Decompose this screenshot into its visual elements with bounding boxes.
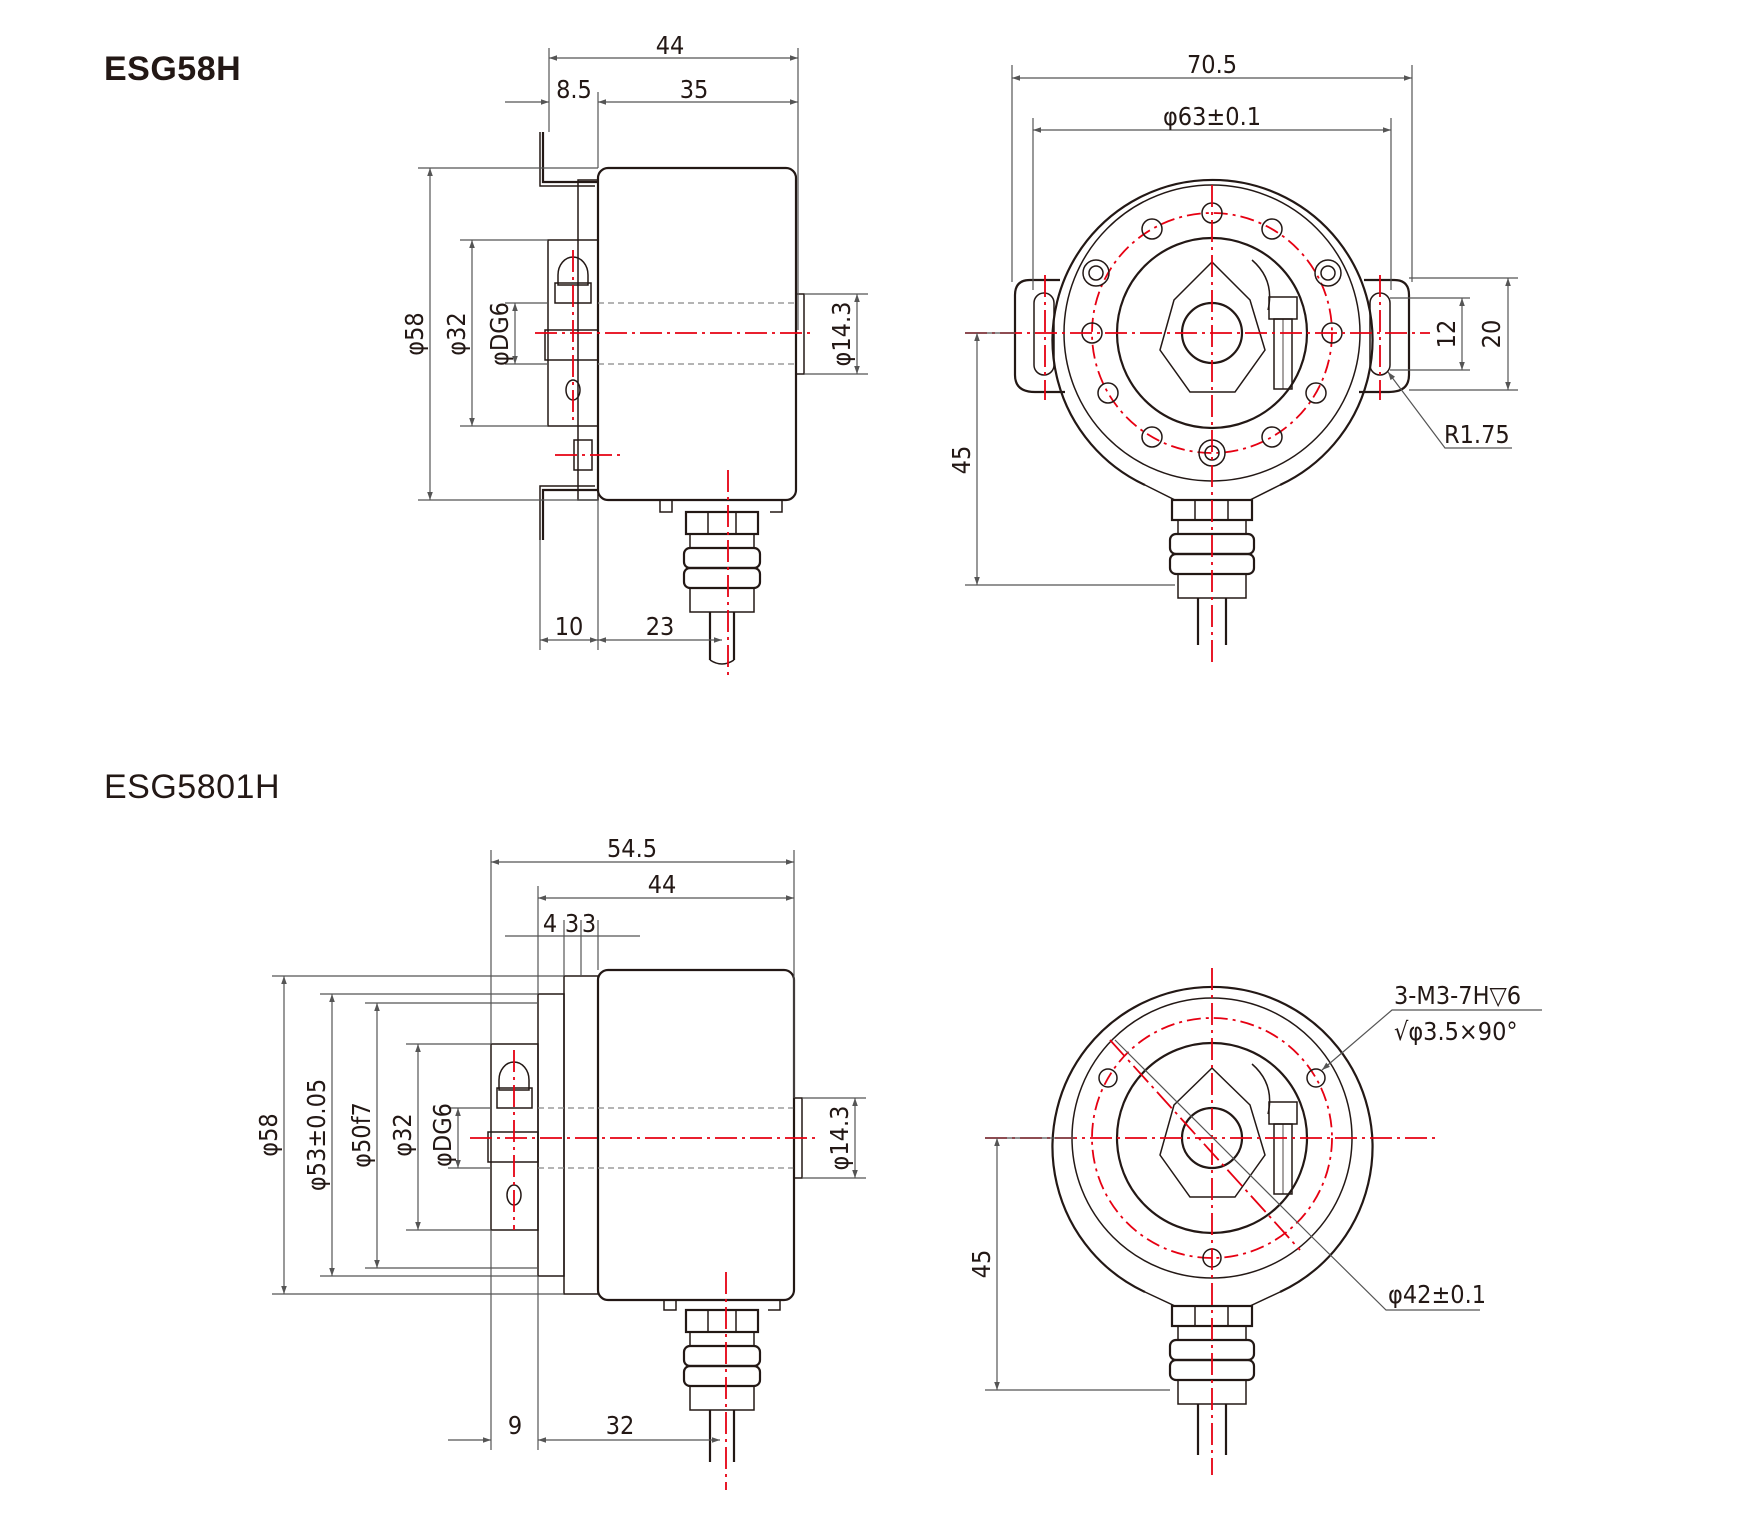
- dim-8-5: 8.5: [556, 75, 592, 104]
- callout-countersink: √φ3.5×90°: [1394, 1017, 1518, 1046]
- dim-44: 44: [656, 31, 685, 60]
- dim-45-b: 45: [967, 1250, 996, 1279]
- dim-phi-dg6: φDG6: [485, 302, 514, 366]
- dim-4: 4: [543, 909, 557, 938]
- dim-phi32: φ32: [442, 312, 471, 355]
- dim-3-b: 3: [582, 909, 596, 938]
- dim-phi32-b: φ32: [388, 1113, 417, 1156]
- dim-phi58: φ58: [400, 312, 429, 355]
- dim-phi50f7: φ50f7: [347, 1102, 376, 1168]
- dim-32: 32: [606, 1411, 635, 1440]
- dim-10: 10: [555, 612, 584, 641]
- model-title-esg5801h: ESG5801H: [104, 768, 280, 806]
- dim-phi14-3: φ14.3: [827, 302, 856, 367]
- dim-20: 20: [1477, 320, 1506, 349]
- esg5801h-side-view: 54.5 44 4 3 3 φ58 φ53±0.05: [254, 834, 866, 1490]
- dim-9: 9: [508, 1411, 522, 1440]
- esg5801h-front-view: 3-M3-7H▽6 √φ3.5×90° φ42±0.1 45: [967, 968, 1542, 1475]
- dim-70-5: 70.5: [1187, 50, 1237, 79]
- dim-phi53: φ53±0.05: [302, 1079, 331, 1191]
- dim-phi42: φ42±0.1: [1388, 1280, 1486, 1309]
- dim-35: 35: [680, 75, 709, 104]
- dim-54-5: 54.5: [607, 834, 657, 863]
- dim-23: 23: [646, 612, 675, 641]
- dim-phi63: φ63±0.1: [1163, 102, 1261, 131]
- esg58h-front-view: 70.5 φ63±0.1 12 20 R1.75 45: [947, 50, 1518, 665]
- model-title-esg58h: ESG58H: [104, 50, 242, 88]
- dim-phi-dg6-b: φDG6: [428, 1103, 457, 1167]
- dim-45-a: 45: [947, 446, 976, 475]
- esg58h-side-view: 44 8.5 35 φ58 φ32 φDG6 φ: [400, 31, 868, 680]
- dim-44-b: 44: [648, 870, 677, 899]
- dim-phi14-3-b: φ14.3: [825, 1106, 854, 1171]
- dim-phi58-b: φ58: [254, 1113, 283, 1156]
- dim-r1-75: R1.75: [1444, 420, 1510, 449]
- dim-3-a: 3: [565, 909, 579, 938]
- callout-thread: 3-M3-7H▽6: [1394, 981, 1521, 1010]
- dim-12: 12: [1432, 320, 1461, 349]
